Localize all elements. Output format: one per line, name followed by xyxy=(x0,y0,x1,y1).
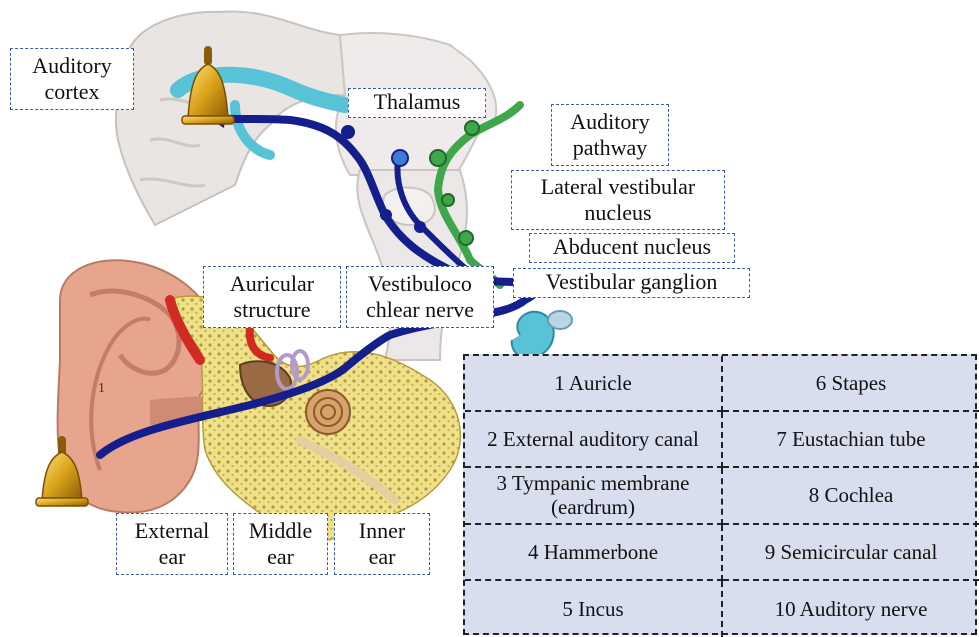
legend-cell: 2 External auditory canal xyxy=(465,412,723,468)
label-text: Vestibular ganglion xyxy=(546,269,718,294)
legend-cell: 3 Tympanic membrane (eardrum) xyxy=(465,468,723,524)
ear-number-marker: 1 xyxy=(98,381,105,396)
label-text: Inner ear xyxy=(349,518,415,570)
label-text: Auricular structure xyxy=(212,271,332,323)
label-abducent-nucleus: Abducent nucleus xyxy=(529,233,735,263)
label-text: Lateral vestibular nucleus xyxy=(524,174,712,226)
legend-cell: 1 Auricle xyxy=(465,356,723,412)
label-vestibulocochlear-nerve: Vestibuloco chlear nerve xyxy=(346,266,494,328)
legend-cell: 8 Cochlea xyxy=(723,468,979,524)
label-inner-ear: Inner ear xyxy=(334,513,430,575)
legend-cell: 7 Eustachian tube xyxy=(723,412,979,468)
legend-cell: 5 Incus xyxy=(465,581,723,637)
label-text: External ear xyxy=(131,518,213,570)
label-middle-ear: Middle ear xyxy=(233,513,328,575)
label-text: Vestibuloco chlear nerve xyxy=(359,271,481,323)
label-auditory-pathway: Auditory pathway xyxy=(551,104,669,166)
legend-cell: 4 Hammerbone xyxy=(465,525,723,581)
legend-cell: 9 Semicircular canal xyxy=(723,525,979,581)
label-auditory-cortex: Auditory cortex xyxy=(10,48,134,110)
label-thalamus: Thalamus xyxy=(348,88,486,118)
label-lateral-vestibular-nucleus: Lateral vestibular nucleus xyxy=(511,170,725,230)
label-text: Auditory cortex xyxy=(17,53,127,105)
label-vestibular-ganglion: Vestibular ganglion xyxy=(513,268,750,298)
legend-table: 1 Auricle 6 Stapes 2 External auditory c… xyxy=(463,354,977,635)
legend-cell: 6 Stapes xyxy=(723,356,979,412)
label-text: Middle ear xyxy=(244,518,317,570)
label-auricular-structure: Auricular structure xyxy=(203,266,341,328)
legend-cell: 10 Auditory nerve xyxy=(723,581,979,637)
label-text: Abducent nucleus xyxy=(553,234,711,259)
label-text: Thalamus xyxy=(374,89,461,114)
label-text: Auditory pathway xyxy=(562,109,658,161)
label-external-ear: External ear xyxy=(116,513,228,575)
